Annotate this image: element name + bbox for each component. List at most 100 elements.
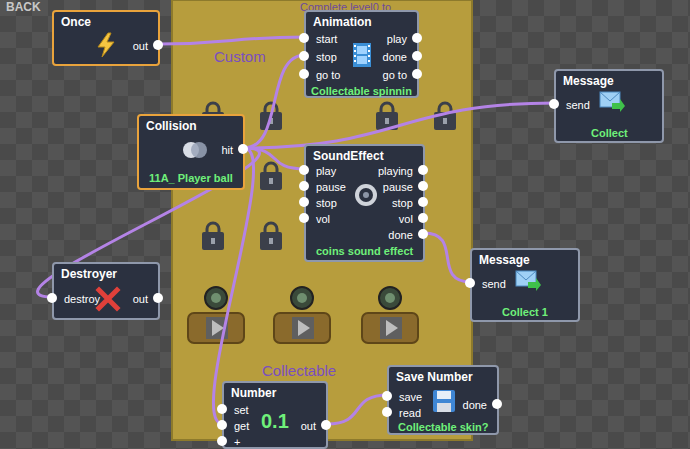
block-title: SoundEffect [313, 149, 384, 163]
block-icon [95, 32, 117, 62]
wire [327, 395, 388, 424]
port-dot [382, 391, 392, 401]
port-dot [299, 165, 309, 175]
port-label: save [399, 390, 422, 404]
logic-block: SoundEffectplaypausestopvolplayingpauses… [304, 144, 425, 262]
port-label: send [482, 277, 506, 291]
block-title: Message [563, 74, 614, 88]
port-label: play [316, 164, 336, 178]
port-dot [47, 293, 57, 303]
port-label: out [301, 419, 316, 433]
port-label: pause [316, 180, 346, 194]
block-icon [514, 268, 542, 296]
wire [424, 233, 471, 282]
block-target: Collect [591, 126, 628, 140]
port-label: + [234, 435, 240, 449]
port-dot [299, 197, 309, 207]
section-heading: Custom [214, 50, 266, 64]
block-icon-graphic [95, 32, 117, 58]
port-dot [299, 51, 309, 61]
logic-block: Message sendCollect 1 [470, 248, 580, 322]
wire [244, 55, 305, 148]
logic-block: Numbersetget+0.1out [222, 381, 328, 449]
block-icon-graphic [95, 286, 121, 312]
block-icon [598, 89, 626, 117]
port-dot [299, 69, 309, 79]
block-icon [95, 286, 121, 316]
port-dot [382, 407, 392, 417]
port-label: go to [383, 68, 407, 82]
block-title: Animation [313, 15, 372, 29]
block-icon-graphic [180, 140, 210, 160]
block-target: Collect 1 [502, 305, 548, 319]
back-button-text: BACK [6, 0, 41, 14]
port-label: vol [316, 212, 330, 226]
logic-block: Onceout [52, 10, 160, 66]
logic-block: Animation start stop go to play done go to Coll… [304, 10, 419, 98]
block-icon-graphic [432, 389, 456, 413]
logic-block: Save Number save read doneCollectable skin? [387, 365, 499, 435]
port-label: done [463, 398, 487, 412]
port-label: stop [316, 50, 337, 64]
block-icon-graphic [514, 268, 542, 292]
block-icon-graphic [598, 89, 626, 113]
block-icon [180, 140, 210, 164]
block-title: Save Number [396, 370, 473, 384]
port-label: done [383, 50, 407, 64]
block-title: Once [61, 15, 91, 29]
port-dot [418, 165, 428, 175]
port-label: pause [383, 180, 413, 194]
port-label: hit [221, 143, 233, 157]
port-label: vol [399, 212, 413, 226]
port-dot [412, 69, 422, 79]
block-icon [353, 182, 379, 212]
port-label: stop [392, 196, 413, 210]
block-icon-graphic [353, 182, 379, 208]
logic-block: Collision hit 11A_ Player ball [137, 114, 245, 190]
wire [159, 37, 305, 44]
port-dot [217, 420, 227, 430]
wire [244, 148, 305, 169]
port-label: start [316, 32, 337, 46]
block-target: Collectable skin? [398, 420, 488, 434]
port-dot [238, 144, 248, 154]
port-label: stop [316, 196, 337, 210]
logic-block: Message sendCollect [554, 69, 664, 143]
port-label: get [234, 419, 249, 433]
port-label: go to [316, 68, 340, 82]
port-label: set [234, 403, 249, 417]
block-icon [432, 389, 456, 417]
section-heading: Collectable [262, 364, 336, 378]
port-dot [299, 213, 309, 223]
port-dot [299, 33, 309, 43]
block-target: Collectable spinnin [311, 84, 412, 98]
port-dot [321, 420, 331, 430]
port-dot [418, 197, 428, 207]
port-dot [299, 181, 309, 191]
port-label: destroy [64, 292, 100, 306]
port-dot [549, 99, 559, 109]
port-dot [153, 293, 163, 303]
port-dot [412, 51, 422, 61]
port-dot [412, 33, 422, 43]
block-target: 11A_ Player ball [149, 171, 233, 185]
block-title: Number [231, 386, 276, 400]
block-title: Destroyer [61, 267, 117, 281]
port-dot [217, 436, 227, 446]
port-dot [465, 278, 475, 288]
port-dot [153, 40, 163, 50]
port-label: done [388, 228, 412, 242]
wire [244, 103, 555, 148]
block-title: Message [479, 253, 530, 267]
port-dot [217, 404, 227, 414]
port-dot [492, 399, 502, 409]
block-title: Collision [146, 119, 197, 133]
port-label: out [133, 292, 148, 306]
port-dot [418, 229, 428, 239]
port-label: play [387, 32, 407, 46]
port-dot [418, 213, 428, 223]
port-label: send [566, 98, 590, 112]
port-label: read [399, 406, 421, 420]
port-dot [418, 181, 428, 191]
